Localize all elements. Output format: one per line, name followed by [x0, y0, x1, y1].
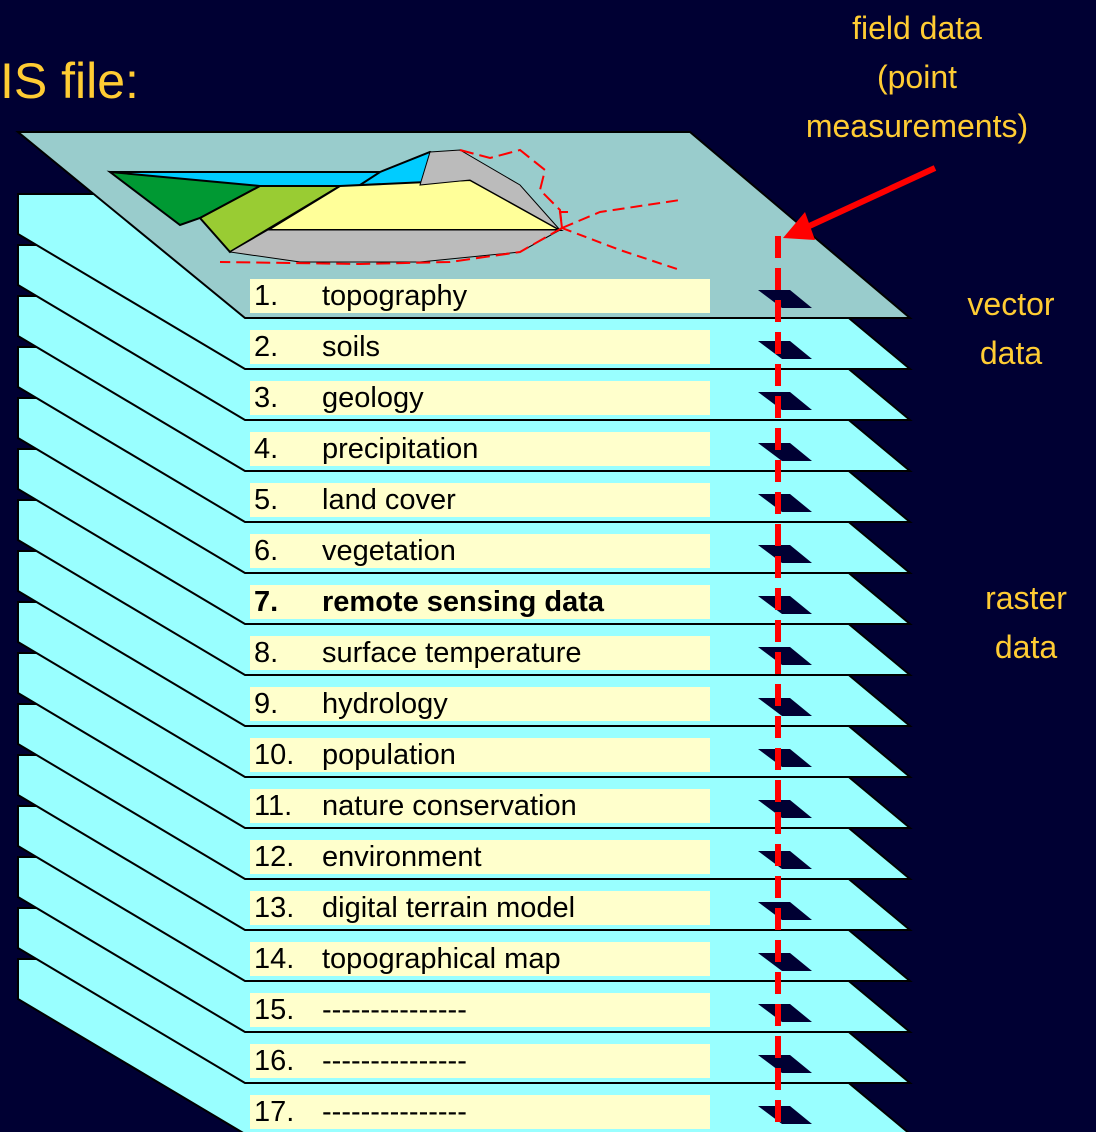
layer-number: 10. [254, 739, 295, 771]
layer-number: 16. [254, 1045, 295, 1077]
sample-point-marker [758, 290, 812, 308]
raster-data-label: raster data [955, 574, 1096, 672]
layer-label: 11. nature conservation [250, 789, 710, 823]
layer-name: --------------- [322, 1096, 467, 1128]
sample-point-marker [758, 392, 812, 410]
layer-number: 1. [254, 280, 279, 312]
layer-label: 15. --------------- [250, 993, 710, 1027]
sample-point-marker [758, 647, 812, 665]
sample-point-marker [758, 545, 812, 563]
raster-label-line-2: data [994, 629, 1058, 665]
layer-number: 2. [254, 331, 279, 363]
layer-number: 17. [254, 1096, 295, 1128]
layer-label: 14. topographical map [250, 942, 710, 976]
layer-number: 14. [254, 943, 295, 975]
layer-label: 3. geology [250, 381, 710, 415]
field-data-line-2: (point [876, 59, 958, 95]
field-data-line-1: field data [852, 10, 982, 46]
sample-point-marker [758, 902, 812, 920]
layer-number: 13. [254, 892, 295, 924]
layer-label: 8. surface temperature [250, 636, 710, 670]
topography-map-illustration [106, 148, 681, 271]
layer-name: soils [322, 331, 381, 363]
layer-name: land cover [322, 484, 456, 516]
layer-number: 7. [254, 586, 279, 618]
layer-number: 9. [254, 688, 279, 720]
raster-label-line-1: raster [985, 580, 1067, 616]
layer-label: 16. --------------- [250, 1044, 710, 1078]
layer-number: 4. [254, 433, 279, 465]
layer-name: remote sensing data [322, 586, 605, 618]
sample-point-marker [758, 953, 812, 971]
layer-label: 6. vegetation [250, 534, 710, 568]
layer-number: 6. [254, 535, 279, 567]
layer-label: 13. digital terrain model [250, 891, 710, 925]
sample-point-marker [758, 749, 812, 767]
layer-label: 4. precipitation [250, 432, 710, 466]
layer-name: precipitation [322, 433, 479, 465]
sample-point-markers [758, 290, 812, 1124]
layer-label: 12. environment [250, 840, 710, 874]
layer-name: --------------- [322, 994, 467, 1026]
field-data-line-3: measurements) [805, 108, 1029, 144]
layer-name: digital terrain model [322, 892, 576, 924]
layer-number: 8. [254, 637, 279, 669]
sample-point-marker [758, 698, 812, 716]
layer-number: 11. [254, 790, 293, 822]
layer-name: surface temperature [322, 637, 582, 669]
field-data-label: field data (point measurements) [752, 4, 1082, 151]
vector-label-line-2: data [979, 335, 1043, 371]
layer-label: 2. soils [250, 330, 710, 364]
sample-point-marker [758, 443, 812, 461]
layer-label: 10. population [250, 738, 710, 772]
layer-label: 7. remote sensing data [250, 585, 710, 619]
layer-name: environment [322, 841, 482, 873]
layer-label: 17. --------------- [250, 1095, 710, 1129]
vector-data-label: vector data [940, 280, 1082, 378]
layer-number: 5. [254, 484, 279, 516]
layer-label: 9. hydrology [250, 687, 710, 721]
sample-point-marker [758, 596, 812, 614]
layer-number: 12. [254, 841, 295, 873]
layer-number: 15. [254, 994, 295, 1026]
layer-name: topography [322, 280, 468, 312]
layer-label: 1. topography [250, 279, 710, 313]
sample-point-marker [758, 800, 812, 818]
page-title: IS file: [0, 53, 139, 109]
layer-number: 3. [254, 382, 279, 414]
sample-point-marker [758, 1004, 812, 1022]
layer-name: hydrology [322, 688, 448, 720]
sample-point-marker [758, 494, 812, 512]
field-data-arrow [783, 165, 937, 240]
layer-name: vegetation [322, 535, 456, 567]
sample-point-marker [758, 851, 812, 869]
layer-name: topographical map [322, 943, 561, 975]
layer-name: population [322, 739, 456, 771]
vector-label-line-1: vector [967, 286, 1055, 322]
sample-point-marker [758, 1055, 812, 1073]
layer-label: 5. land cover [250, 483, 710, 517]
layer-name: geology [322, 382, 424, 414]
layer-name: --------------- [322, 1045, 467, 1077]
layer-name: nature conservation [322, 790, 577, 822]
sample-point-marker [758, 1106, 812, 1124]
sample-point-marker [758, 341, 812, 359]
